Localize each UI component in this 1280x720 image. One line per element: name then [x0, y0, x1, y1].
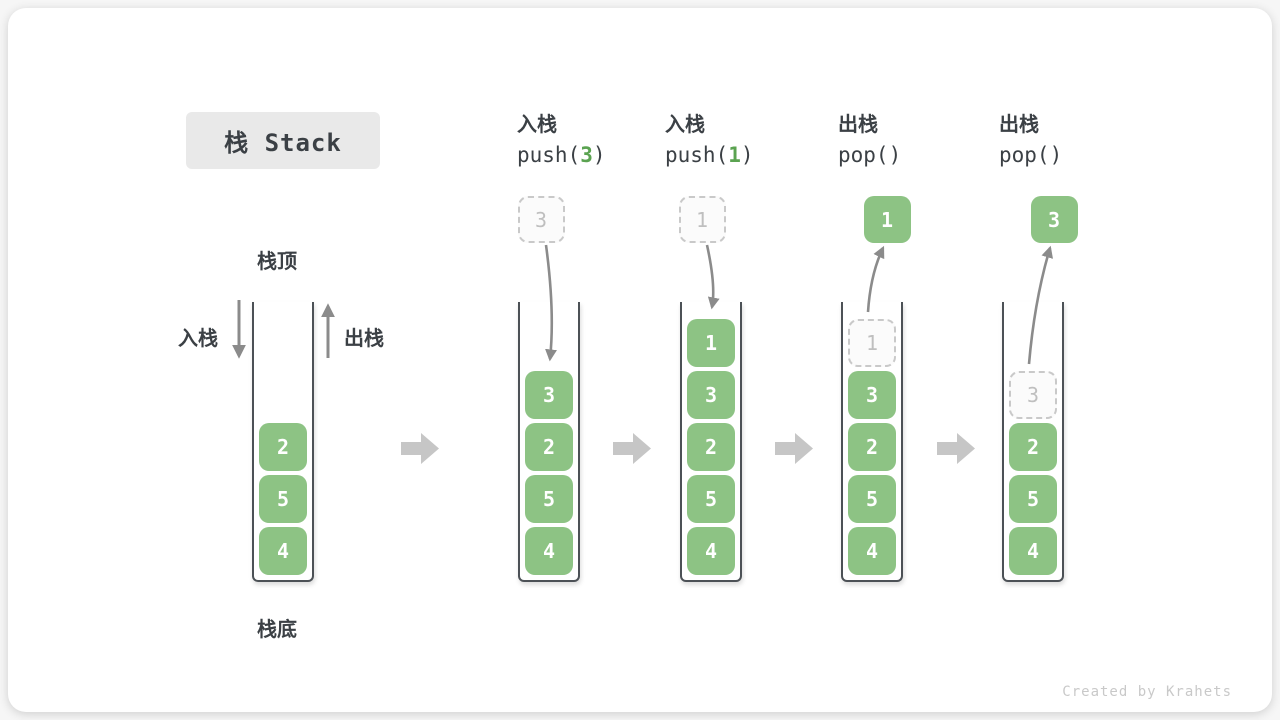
stage-code-label: push(1) — [665, 143, 754, 167]
diagram-title: 栈 Stack — [186, 112, 380, 169]
stack-cell: 4 — [687, 527, 735, 575]
floating-element-ghost: 1 — [678, 196, 726, 243]
stack-cell: 5 — [525, 475, 573, 523]
next-stage-arrow — [937, 433, 975, 464]
stage-code-label: pop() — [838, 143, 901, 167]
push-direction-label: 入栈 — [178, 326, 218, 350]
stack-bottom-label: 栈底 — [257, 617, 297, 641]
code-post: ) — [1049, 143, 1063, 167]
next-stage-arrow — [401, 433, 439, 464]
stage-op-label: 出栈 — [838, 112, 878, 136]
stage-op-label: 入栈 — [665, 112, 705, 136]
stack-cell-ghost: 3 — [1009, 371, 1057, 419]
stage-op-label: 入栈 — [517, 112, 557, 136]
stage-code-label: pop() — [999, 143, 1062, 167]
code-pre: push( — [665, 143, 729, 167]
stack-cell: 4 — [525, 527, 573, 575]
stack-cell: 3 — [848, 371, 896, 419]
code-pre: pop( — [999, 143, 1050, 167]
stack-cell: 2 — [525, 423, 573, 471]
next-stage-arrow — [775, 433, 813, 464]
stack-cell: 3 — [687, 371, 735, 419]
code-post: ) — [888, 143, 902, 167]
diagram-title-text: 栈 Stack — [224, 129, 342, 157]
code-pre: push( — [517, 143, 581, 167]
floating-element: 1 — [863, 196, 911, 243]
push-flow-arrow — [705, 244, 720, 310]
stack-cell-ghost: 1 — [848, 319, 896, 367]
code-post: ) — [740, 143, 754, 167]
pop-direction-label: 出栈 — [344, 326, 384, 350]
next-stage-arrow — [613, 433, 651, 464]
stage-code-label: push(3) — [517, 143, 606, 167]
floating-element-ghost: 3 — [517, 196, 565, 243]
stack-cell: 4 — [1009, 527, 1057, 575]
stack-cell: 5 — [259, 475, 307, 523]
code-arg: 1 — [728, 143, 741, 167]
stack-cell: 2 — [848, 423, 896, 471]
stack-top-label: 栈顶 — [257, 249, 297, 273]
floating-element: 3 — [1030, 196, 1078, 243]
watermark: Created by Krahets — [1062, 684, 1232, 700]
stack-cell: 2 — [1009, 423, 1057, 471]
stack-cell: 3 — [525, 371, 573, 419]
code-pre: pop( — [838, 143, 889, 167]
stack-cell: 4 — [848, 527, 896, 575]
stack-cell: 5 — [848, 475, 896, 523]
stack-cell: 5 — [1009, 475, 1057, 523]
stack-cell: 1 — [687, 319, 735, 367]
code-post: ) — [592, 143, 606, 167]
stack-cell: 2 — [687, 423, 735, 471]
stage-op-label: 出栈 — [999, 112, 1039, 136]
stack-cell: 2 — [259, 423, 307, 471]
code-arg: 3 — [580, 143, 593, 167]
stack-cell: 5 — [687, 475, 735, 523]
stack-cell: 4 — [259, 527, 307, 575]
